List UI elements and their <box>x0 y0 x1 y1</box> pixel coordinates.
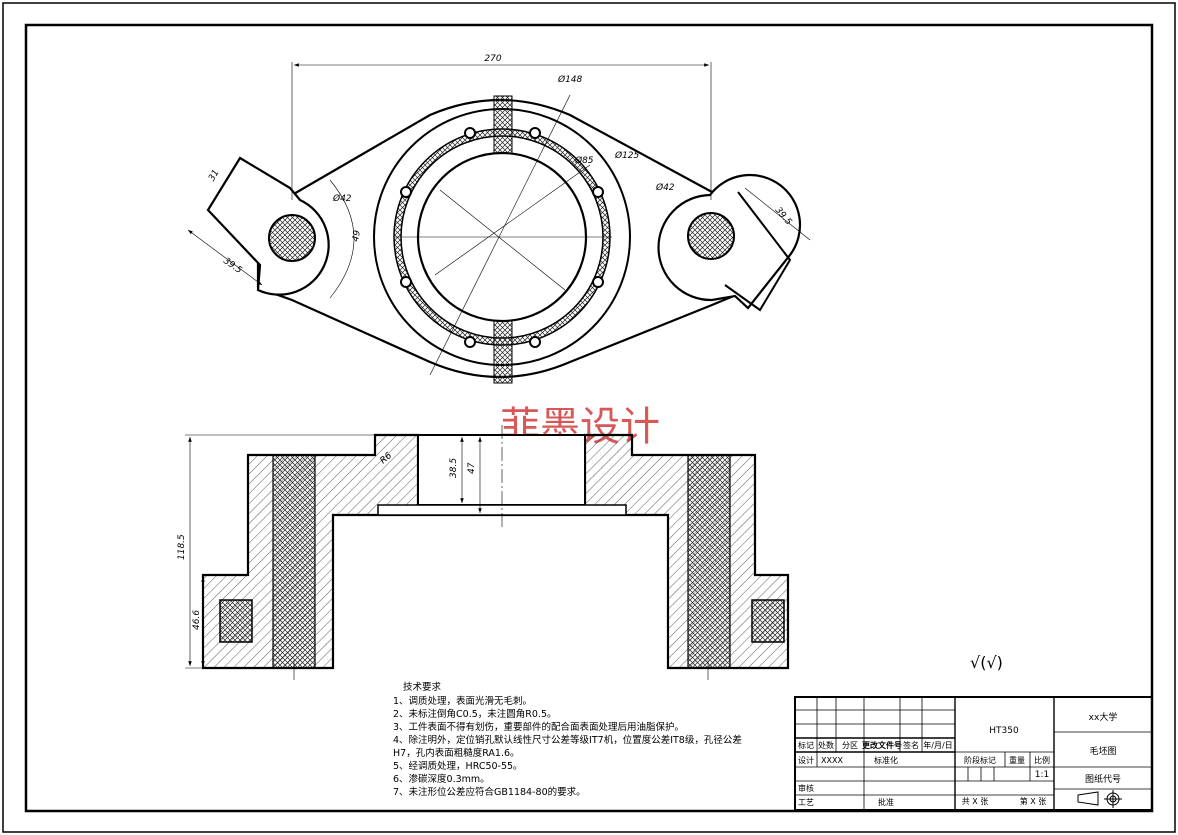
right-insert <box>751 599 785 643</box>
tb-design: 设计 <box>798 755 814 765</box>
dim-46-6: 46.6 <box>192 610 202 630</box>
dim-38-5: 38.5 <box>449 458 459 478</box>
tb-h-count: 处数 <box>818 740 834 750</box>
tb-h-doc: 更改文件号 <box>862 740 902 750</box>
technical-notes: 技术要求 1、调质处理，表面光滑无毛刺。 2、未标注倒角C0.5，未注圆角R0.… <box>393 681 742 798</box>
top-view: 270 Ø148 Ø125 Ø85 Ø42 Ø42 31 39.5 39.5 4… <box>187 54 811 384</box>
tb-material: HT350 <box>989 726 1019 736</box>
vertical-strip-top <box>493 95 513 154</box>
notes-title: 技术要求 <box>403 681 442 693</box>
tb-h-date: 年/月/日 <box>923 740 952 750</box>
dim-49: 49 <box>351 229 363 242</box>
note-line: 6、渗碳深度0.3mm。 <box>393 773 490 785</box>
left-insert <box>219 599 253 643</box>
tb-sheet-no: 第 X 张 <box>1020 796 1047 806</box>
inner-frame <box>24 23 1154 813</box>
section-view: 118.5 46.6 38.5 47 R6 <box>177 425 790 680</box>
projection-symbol-icon <box>1077 790 1122 808</box>
note-line: 2、未标注倒角C0.5，未注圆角R0.5。 <box>393 708 557 720</box>
tb-approve: 批准 <box>878 797 894 807</box>
tb-designer: XXXX <box>821 756 843 765</box>
title-block-text: HT350 xx大学 毛坯图 图纸代号 1:1 标记 处数 分区 更改文件号 签… <box>798 711 1122 808</box>
note-line: H7，孔内表面粗糙度RA1.6。 <box>393 747 520 759</box>
dim-dia125: Ø125 <box>614 150 640 161</box>
tb-stage: 阶段标记 <box>964 755 996 765</box>
tb-weight: 重量 <box>1009 755 1025 765</box>
roughness-symbol: √(√) <box>970 653 1003 672</box>
tb-drawing-name: 毛坯图 <box>1089 745 1116 757</box>
tb-scale: 1:1 <box>1035 770 1049 780</box>
right-hole <box>687 212 735 260</box>
note-line: 4、除注明外，定位销孔默认线性尺寸公差等级IT7机，位置度公差IT8级，孔径公差 <box>393 734 742 746</box>
dim-dia42-right: Ø42 <box>655 182 675 193</box>
note-line: 3、工件表面不得有划伤，重要部件的配合面表面处理后用油脂保护。 <box>393 721 684 733</box>
title-block <box>794 696 1153 811</box>
left-cross-band <box>272 454 316 669</box>
dim-47: 47 <box>467 462 477 474</box>
tb-ratio: 比例 <box>1034 755 1050 765</box>
tb-h-mark: 标记 <box>798 740 814 750</box>
tb-standard: 标准化 <box>874 755 898 765</box>
note-line: 1、调质处理，表面光滑无毛刺。 <box>393 695 532 707</box>
tb-h-zone: 分区 <box>842 741 858 750</box>
dim-39-5-left: 39.5 <box>221 256 243 276</box>
left-hole <box>268 214 316 262</box>
tb-process: 工艺 <box>798 798 814 807</box>
dim-dia148: Ø148 <box>557 74 583 85</box>
vertical-strip-bottom <box>493 320 513 384</box>
right-slot <box>724 191 792 312</box>
dim-118-5: 118.5 <box>177 534 187 560</box>
tb-sheets-total: 共 X 张 <box>962 797 989 806</box>
note-line: 5、经调质处理，HRC50-55。 <box>393 760 523 772</box>
tb-drawing-code: 图纸代号 <box>1085 773 1121 785</box>
dim-270: 270 <box>484 54 501 64</box>
dim-dia42-left: Ø42 <box>332 193 352 204</box>
bolt-holes <box>400 127 604 348</box>
dim-31: 31 <box>207 168 221 183</box>
tb-h-sign: 签名 <box>903 740 919 750</box>
dim-dia85: Ø85 <box>574 155 594 166</box>
right-cross-band <box>687 454 731 669</box>
note-line: 7、未注形位公差应符合GB1184-80的要求。 <box>393 786 586 798</box>
tb-review: 审核 <box>798 783 814 793</box>
tb-school: xx大学 <box>1089 711 1118 723</box>
